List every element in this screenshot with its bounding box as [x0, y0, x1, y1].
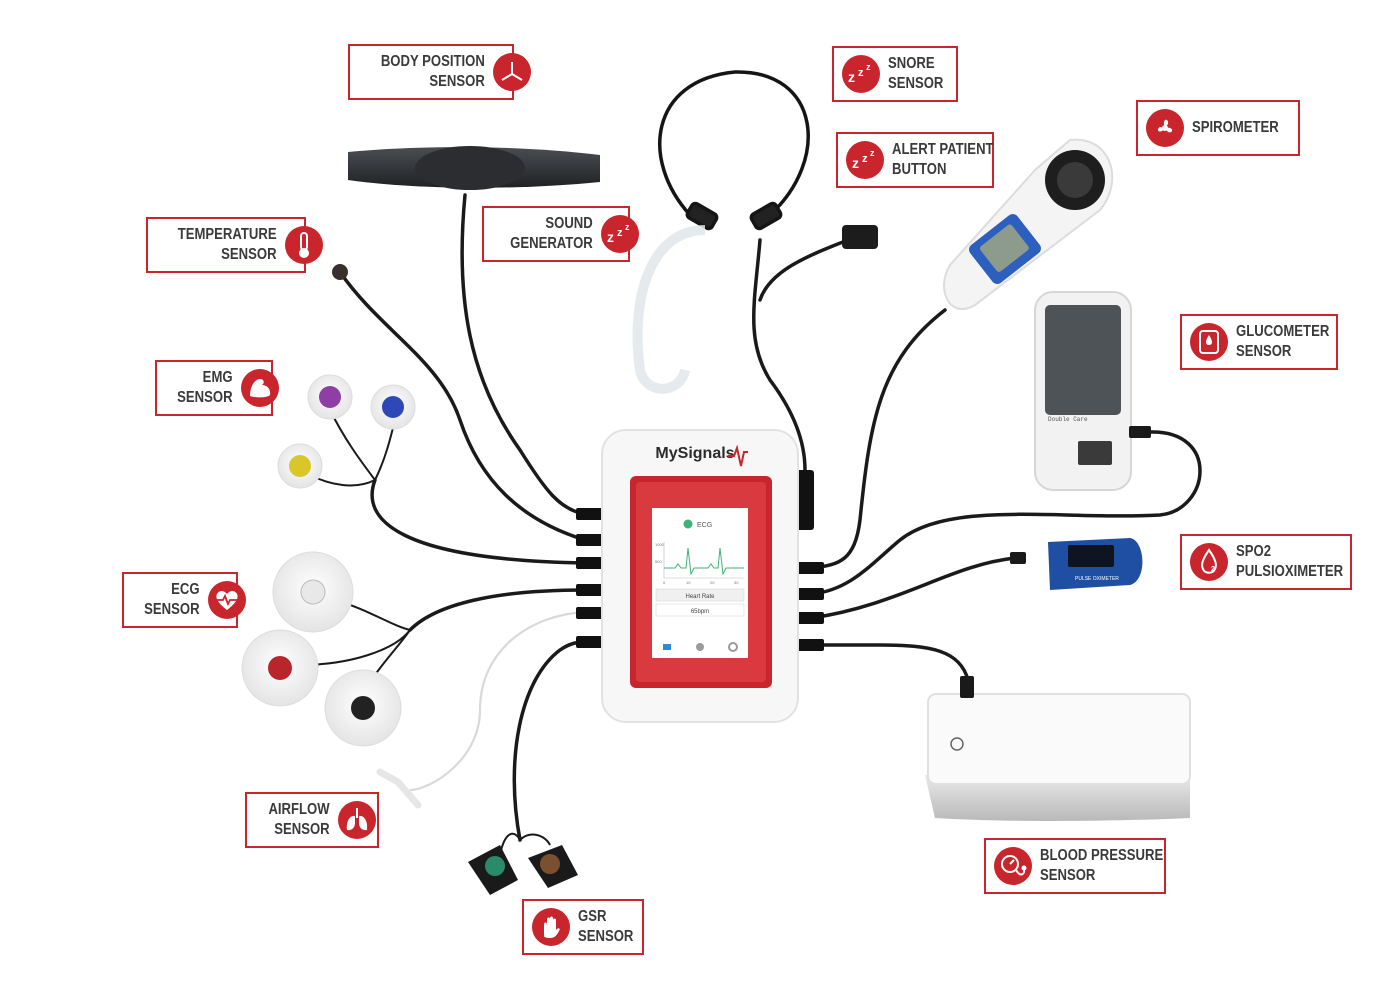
- svg-text:30: 30: [734, 580, 739, 585]
- spirometer-device: [943, 138, 1114, 310]
- hub-brand-logo: MySignals: [655, 445, 734, 462]
- stethoscope-icon: [994, 847, 1032, 885]
- alert-patient-button-device: [842, 225, 878, 249]
- screen-axis-mid: 500: [655, 559, 662, 564]
- cable-ecg: [408, 588, 587, 632]
- cable-airflow: [409, 610, 586, 792]
- power-icon: [950, 737, 964, 751]
- svg-text:z: z: [866, 62, 871, 72]
- mysignals-hub: MySignals ECG 1000 500 0 10 20 30 Heart …: [601, 429, 799, 723]
- svg-text:z: z: [607, 229, 614, 245]
- screen-metric-value: 65bpm: [691, 609, 709, 615]
- screen-axis-x: 0 10 20 30: [663, 580, 739, 585]
- emg-electrodes: [277, 374, 416, 489]
- screen-record-icon: [696, 643, 704, 651]
- label-spirometer: SPIROMETER: [1136, 100, 1300, 156]
- lungs-icon: [337, 801, 376, 839]
- cable-glucometer: [810, 430, 1202, 596]
- gsr-finger-straps: [468, 845, 578, 895]
- hub-connectors: [576, 470, 824, 651]
- gsr-leads: [499, 832, 551, 856]
- cable-temperature: [338, 270, 587, 542]
- cable-gsr: [512, 640, 587, 842]
- svg-text:10: 10: [686, 580, 691, 585]
- blood-drop-icon: [1190, 323, 1228, 361]
- screen-metric-label: Heart Rate: [685, 594, 715, 600]
- screen-settings-icon: [728, 642, 738, 652]
- airflow-cannula: [376, 768, 422, 809]
- screen-ecg-trace: [664, 547, 744, 576]
- oxygen-drop-icon: 2: [1190, 543, 1228, 581]
- thermometer-icon: [284, 226, 323, 264]
- cable-snore: [752, 238, 807, 472]
- svg-text:z: z: [852, 155, 859, 171]
- snore-headset: [658, 70, 810, 231]
- muscle-arm-icon: [240, 369, 279, 407]
- screen-folder-icon: [663, 644, 671, 650]
- oximeter-label-text: PULSE OXIMETER: [1075, 576, 1119, 582]
- svg-text:2: 2: [1211, 566, 1215, 573]
- glucometer-brand-text: Double Care: [1048, 416, 1088, 423]
- svg-text:20: 20: [710, 580, 715, 585]
- blood-pressure-monitor: [925, 676, 1191, 821]
- cable-spo2: [810, 556, 1017, 620]
- body-position-belt: [348, 146, 600, 190]
- svg-text:z: z: [870, 148, 875, 158]
- acoustic-tube: [632, 225, 706, 394]
- cable-body-position: [460, 193, 587, 516]
- svg-text:z: z: [858, 67, 864, 79]
- fan-icon: [1146, 109, 1184, 147]
- svg-text:z: z: [862, 153, 868, 165]
- svg-text:0: 0: [663, 580, 666, 585]
- label-text: SPIROMETER: [1192, 119, 1279, 136]
- svg-text:z: z: [848, 69, 855, 85]
- svg-text:z: z: [617, 227, 623, 239]
- pulse-oximeter-device: PULSE OXIMETER: [1010, 538, 1143, 590]
- cable-emg: [370, 478, 587, 565]
- ecg-electrodes: [241, 551, 402, 747]
- cable-spirometer: [810, 308, 947, 570]
- glucometer-device: Double Care: [1034, 291, 1151, 491]
- screen-axis-top: 1000: [655, 542, 665, 547]
- hub-logo-pulse: [728, 444, 748, 467]
- screen-heart-icon: [683, 519, 693, 529]
- cable-blood-pressure: [810, 643, 970, 682]
- cables: [338, 193, 1202, 842]
- screen-title: ECG: [697, 522, 712, 529]
- axes-icon: [492, 53, 531, 91]
- svg-text:z: z: [625, 222, 630, 232]
- hand-icon: [532, 908, 570, 946]
- heart-pulse-icon: [207, 581, 246, 619]
- temperature-probe: [332, 264, 348, 280]
- cable-alert: [758, 238, 850, 302]
